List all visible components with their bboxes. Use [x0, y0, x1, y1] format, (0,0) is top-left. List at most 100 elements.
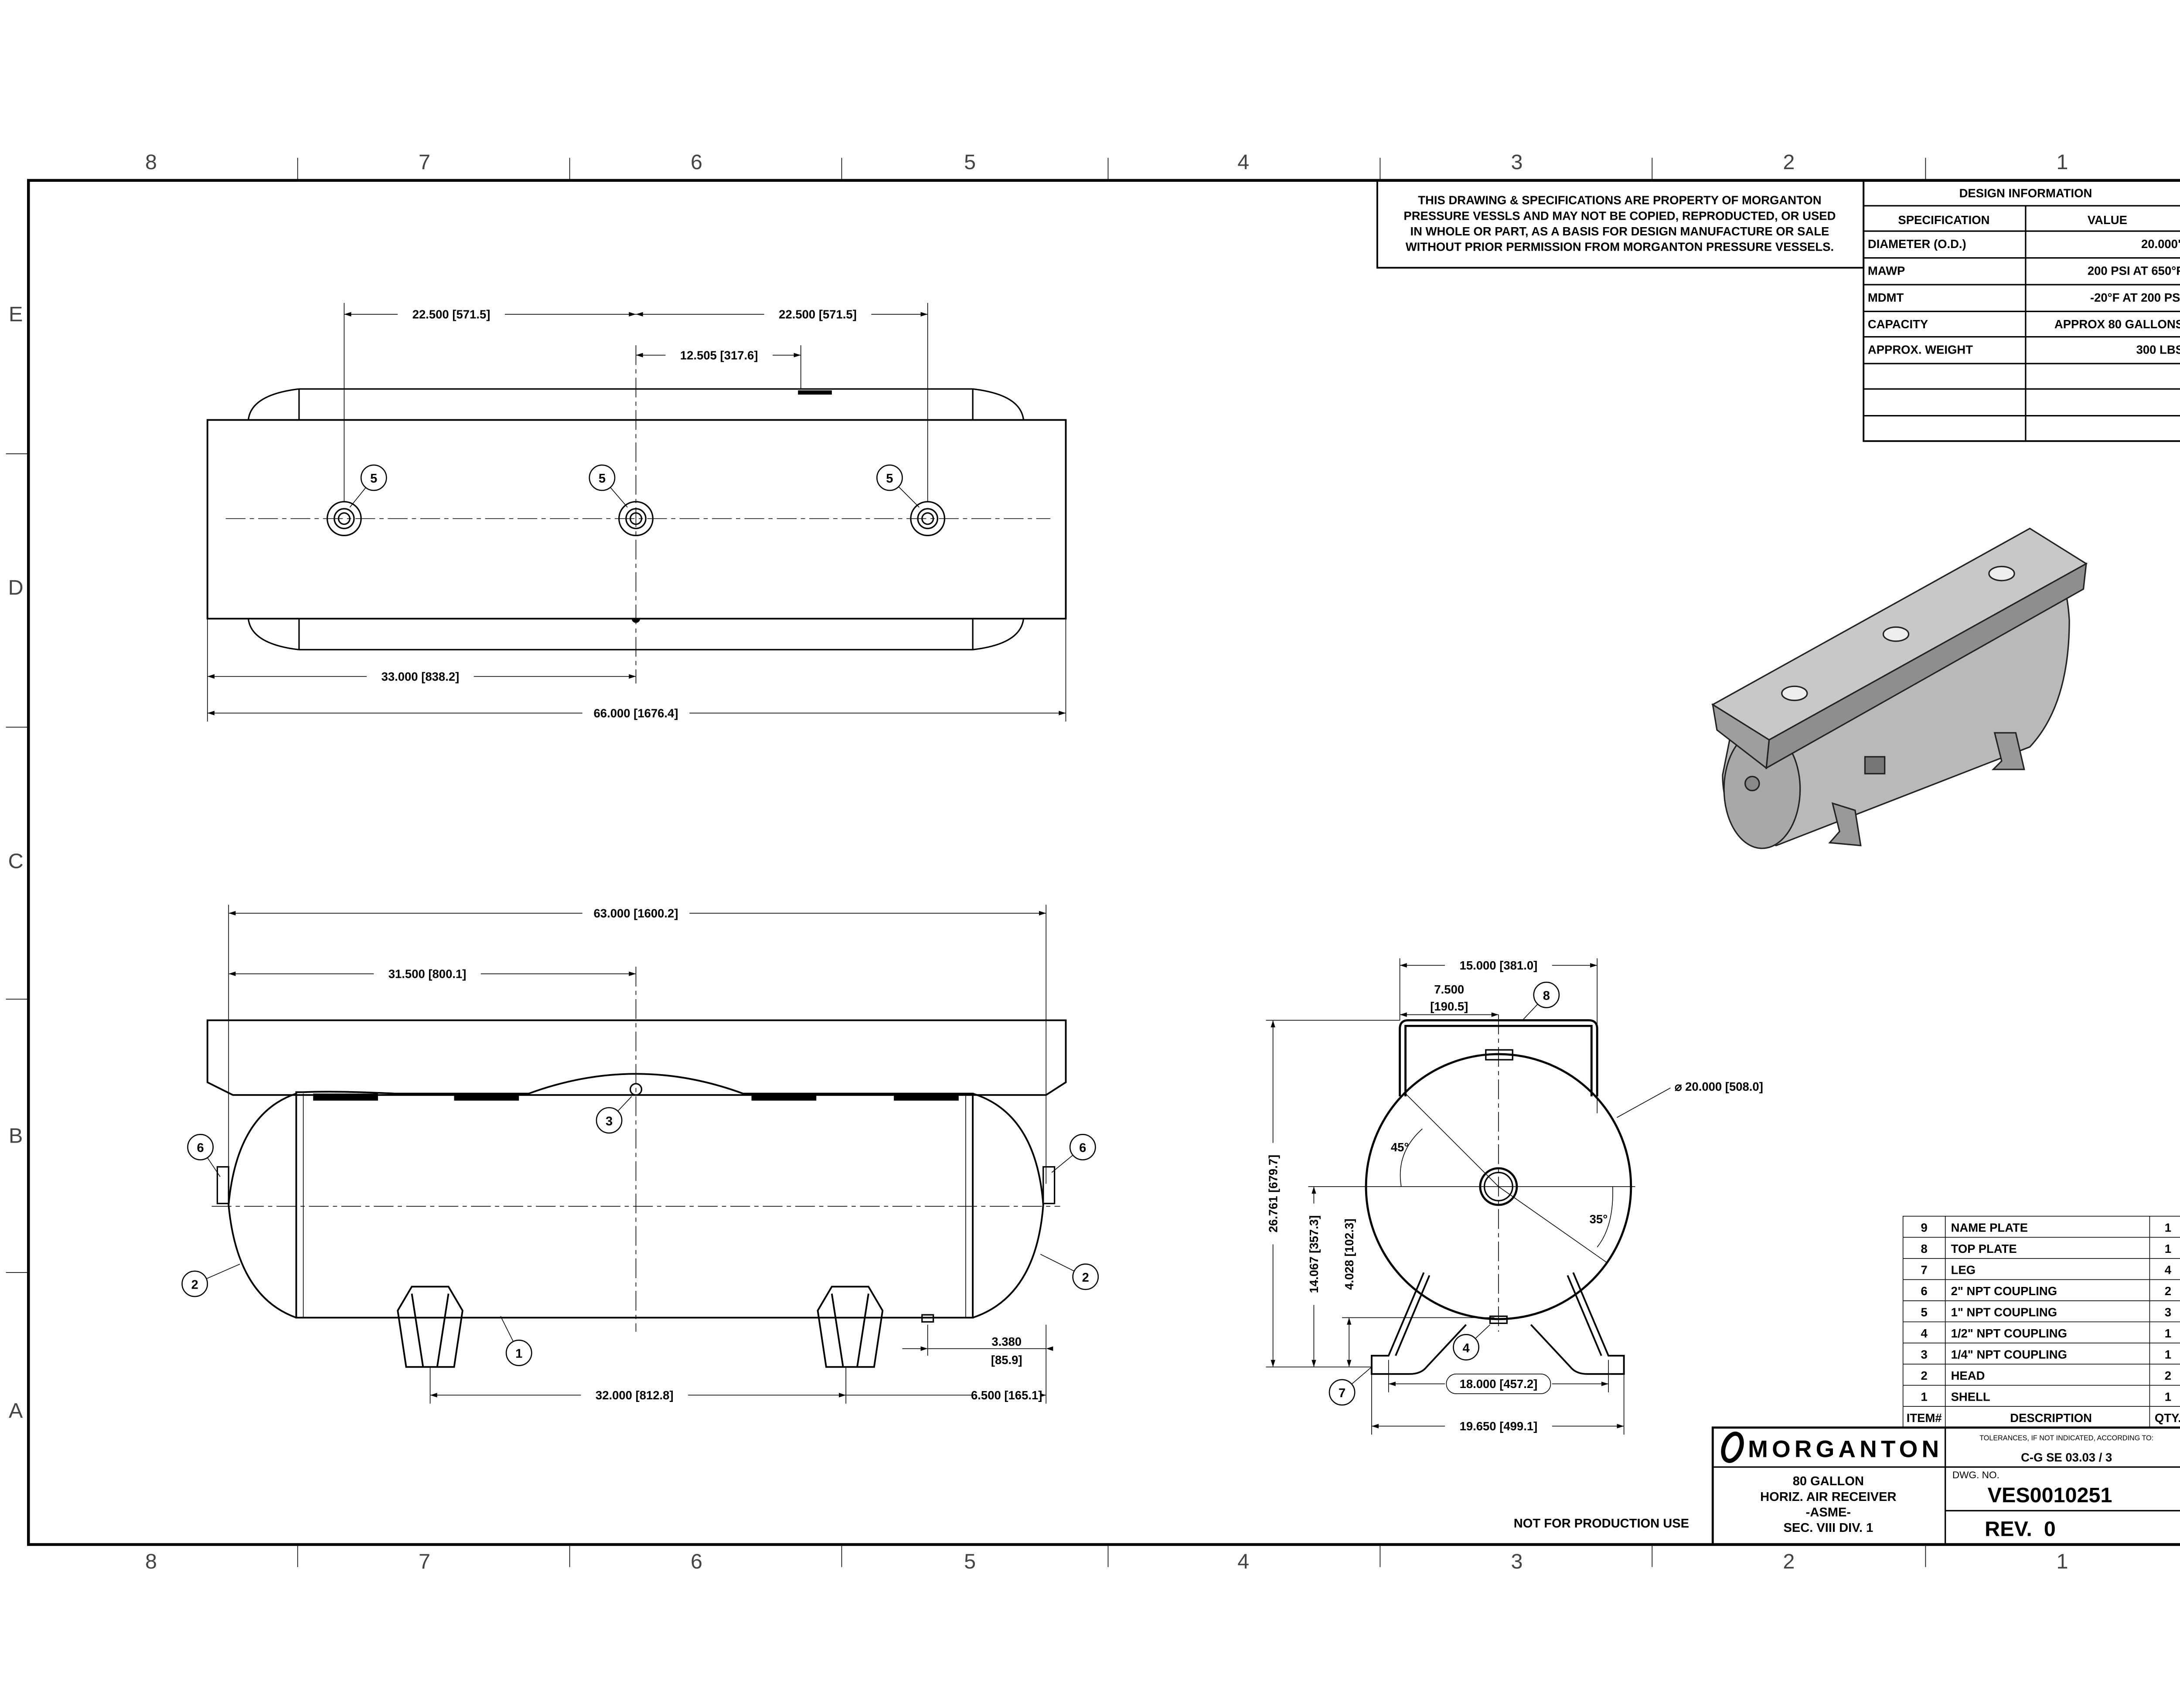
dimension-label: 7.500: [1434, 983, 1464, 996]
bom-qty: 1: [2165, 1347, 2171, 1361]
tolerances-label: TOLERANCES, IF NOT INDICATED, ACCORDING …: [1979, 1434, 2153, 1442]
dimension-label: 19.650 [499.1]: [1460, 1419, 1538, 1433]
bom-qty: 1: [2165, 1327, 2171, 1340]
bom-description: SHELL: [1951, 1390, 1990, 1403]
spec-value: 300 LBS: [2136, 343, 2180, 356]
zone-row-label: B: [9, 1124, 23, 1148]
dimension-label: 22.500 [571.5]: [779, 308, 857, 321]
dimension-label: [85.9]: [991, 1353, 1022, 1367]
dimension-label: 18.000 [457.2]: [1460, 1377, 1538, 1391]
balloon-number: 2: [191, 1278, 198, 1292]
zone-markers: 8877665544332211EEDDCCBBAA: [6, 150, 2068, 1573]
dimension-arrow: [629, 971, 636, 976]
dimension-arrow: [1059, 711, 1066, 715]
coupling-port: [618, 501, 654, 537]
bom-item-number: 6: [1921, 1284, 1928, 1298]
zone-column-label: 8: [145, 150, 157, 174]
zone-column-label: 6: [691, 1550, 702, 1573]
item-balloon: [1453, 1334, 1479, 1361]
bom-item-number: 1: [1921, 1390, 1928, 1403]
dimension-arrow: [228, 971, 236, 976]
bom-qty: 2: [2165, 1284, 2171, 1298]
dimension-arrow: [1617, 1424, 1624, 1429]
dimension-label: 6.500 [165.1]: [971, 1388, 1042, 1402]
dimension-label: 22.500 [571.5]: [412, 308, 490, 321]
dimension-label: 66.000 [1676.4]: [594, 706, 678, 720]
bom-qty: 1: [2165, 1390, 2171, 1403]
dimension-arrow: [207, 674, 215, 679]
design-info-title: DESIGN INFORMATION: [1959, 187, 2092, 200]
spec-value: APPROX 80 GALLONS: [2054, 317, 2180, 331]
dwg-no-label: DWG. NO.: [1952, 1470, 1999, 1480]
dimension-arrow: [1400, 1012, 1407, 1017]
drawing-title-line: 80 GALLON: [1793, 1474, 1864, 1488]
zone-row-label: A: [9, 1399, 23, 1422]
dimension-label: 26.761 [679.7]: [1266, 1155, 1280, 1233]
dimension-label: 63.000 [1600.2]: [594, 906, 678, 920]
isometric-view: [1711, 527, 2088, 849]
balloon-number: 5: [599, 472, 606, 486]
bom-item-number: 4: [1921, 1327, 1928, 1340]
logo-text: MORGANTON: [1748, 1436, 1938, 1463]
dimension-arrow: [1590, 963, 1598, 968]
drawing-title-line: HORIZ. AIR RECEIVER: [1760, 1490, 1896, 1504]
copyright-notice: THIS DRAWING & SPECIFICATIONS ARE PROPER…: [1376, 179, 1865, 269]
balloon-number: 7: [1339, 1386, 1345, 1400]
bom-item-number: 2: [1921, 1369, 1928, 1382]
dimension-arrow: [920, 312, 928, 317]
dimension-arrow: [1601, 1381, 1609, 1386]
item-balloon: [589, 464, 616, 491]
dimension-arrow: [1491, 1012, 1499, 1017]
bom-qty: 4: [2165, 1263, 2172, 1276]
spec-name: MAWP: [1868, 264, 1905, 277]
dimension-arrow: [207, 711, 215, 715]
spec-value: -20°F AT 200 PSI: [2090, 291, 2180, 304]
bom-description: 1" NPT COUPLING: [1951, 1305, 2057, 1319]
dimension-arrow: [1039, 911, 1046, 915]
zone-column-label: 2: [1783, 150, 1795, 174]
dimension-arrow: [629, 312, 636, 317]
zone-row-label: E: [9, 303, 23, 326]
angle-label: 45°: [1391, 1140, 1409, 1154]
dimension-arrow: [636, 312, 643, 317]
bom-item-number: 5: [1921, 1305, 1928, 1319]
balloon-number: 2: [1082, 1271, 1089, 1285]
zone-column-label: 7: [419, 1550, 430, 1573]
title-block: MORGANTON TOLERANCES, IF NOT INDICATED, …: [1711, 1426, 2180, 1546]
zone-column-label: 2: [1783, 1550, 1795, 1573]
bom-description: 1/2" NPT COUPLING: [1951, 1327, 2067, 1340]
zone-column-label: 3: [1511, 1550, 1523, 1573]
spec-name: APPROX. WEIGHT: [1868, 343, 1973, 356]
dimension-arrow: [1271, 1360, 1275, 1367]
bom-qty: 3: [2165, 1305, 2171, 1319]
zone-column-label: 1: [2057, 150, 2068, 174]
drawing-border: [27, 179, 2180, 1546]
dimensions: 22.500 [571.5]22.500 [571.5]12.505 [317.…: [207, 306, 1763, 1435]
dimension-arrow: [430, 1393, 437, 1398]
item-balloon: [1533, 981, 1560, 1008]
notice-line: PRESSURE VESSLS AND MAY NOT BE COPIED, R…: [1403, 209, 1836, 222]
balloon-number: 3: [606, 1114, 613, 1128]
balloon-number: 6: [1079, 1141, 1086, 1155]
top-view: [206, 303, 1067, 722]
zone-column-label: 3: [1511, 150, 1523, 174]
zone-column-label: 8: [145, 1550, 157, 1573]
zone-row-label: D: [8, 576, 24, 599]
spec-name: MDMT: [1868, 291, 1904, 304]
notice-line: THIS DRAWING & SPECIFICATIONS ARE PROPER…: [1418, 194, 1821, 207]
balloon-number: 6: [197, 1141, 204, 1155]
bom-description: 2" NPT COUPLING: [1951, 1284, 2057, 1298]
spec-value: 200 PSI AT 650°F: [2088, 264, 2180, 277]
item-balloon: [181, 1270, 208, 1297]
bom-header: QTY.: [2155, 1411, 2180, 1425]
bom-header: DESCRIPTION: [2010, 1411, 2092, 1425]
dimension-arrow: [228, 911, 236, 915]
notice-line: WITHOUT PRIOR PERMISSION FROM MORGANTON …: [1406, 240, 1834, 253]
dimension-arrow: [1046, 1346, 1053, 1351]
front-view: [206, 905, 1067, 1404]
dimension-arrow: [1371, 1424, 1379, 1429]
dimension-arrow: [1311, 1360, 1316, 1367]
item-balloon: [505, 1339, 532, 1366]
zone-column-label: 4: [1237, 1550, 1249, 1573]
zone-row-label: C: [8, 849, 24, 873]
